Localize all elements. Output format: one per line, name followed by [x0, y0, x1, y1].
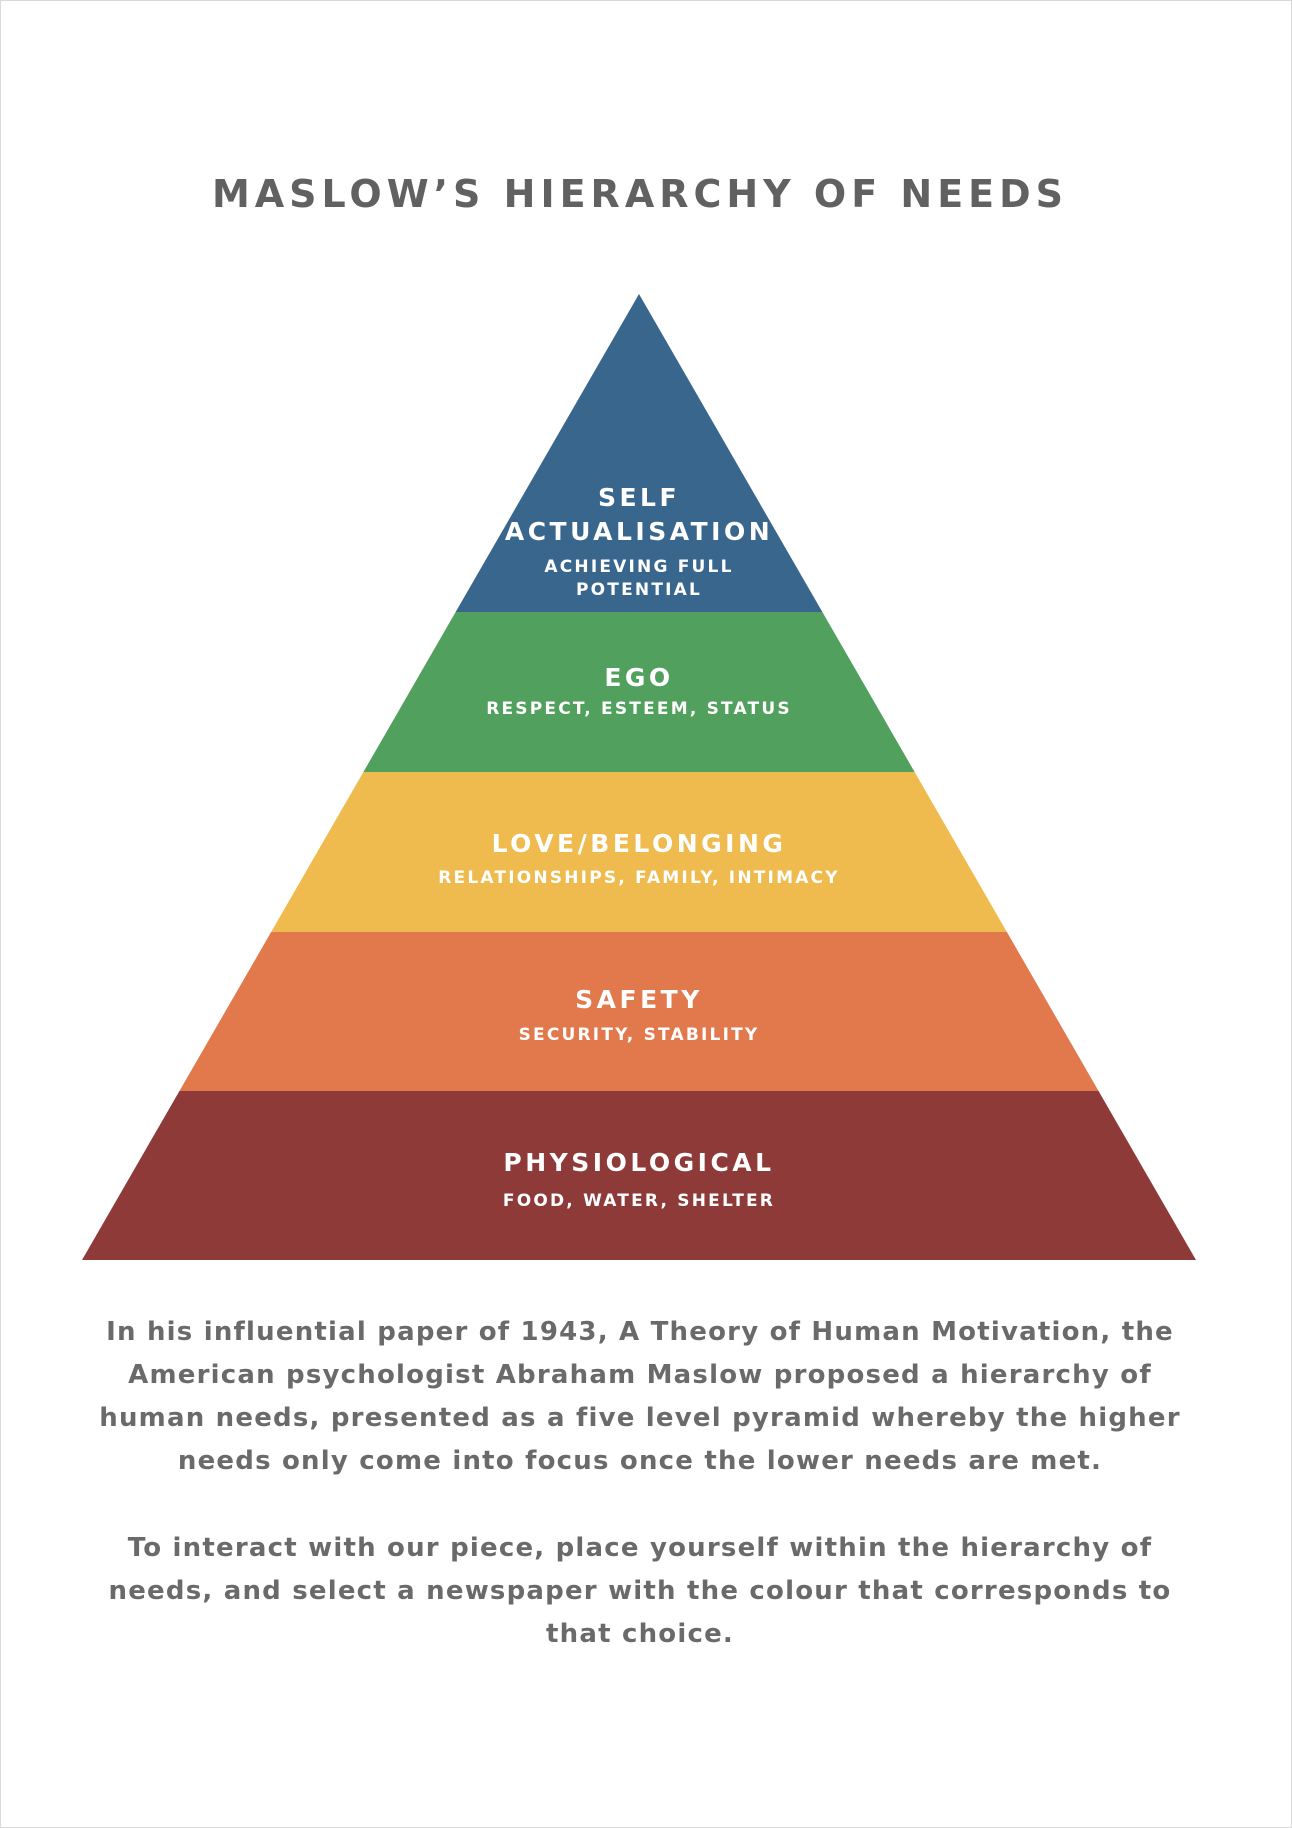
level-subtitle-ego: RESPECT, ESTEEM, STATUS [486, 699, 792, 719]
level-subtitle-self-actualisation: ACHIEVING FULL [544, 557, 733, 577]
level-title-self-actualisation: ACTUALISATION [505, 517, 773, 546]
pyramid-level-physiological [82, 1091, 1196, 1260]
level-title-safety: SAFETY [575, 985, 703, 1014]
description-paragraph: In his influential paper of 1943, A Theo… [99, 1317, 1181, 1476]
pyramid-level-ego [363, 612, 915, 772]
pyramid-level-self-actualisation [455, 294, 823, 612]
level-subtitle-safety: SECURITY, STABILITY [519, 1025, 760, 1045]
level-title-self-actualisation: SELF [598, 483, 680, 512]
pyramid-level-safety [179, 932, 1099, 1091]
level-title-love-belonging: LOVE/BELONGING [492, 829, 787, 858]
level-title-physiological: PHYSIOLOGICAL [503, 1148, 774, 1177]
level-subtitle-love-belonging: RELATIONSHIPS, FAMILY, INTIMACY [438, 868, 840, 888]
level-subtitle-physiological: FOOD, WATER, SHELTER [503, 1191, 775, 1211]
pyramid-level-love-belonging [271, 772, 1007, 932]
page-title: MASLOW’S HIERARCHY OF NEEDS [211, 172, 1069, 216]
level-subtitle-self-actualisation: POTENTIAL [576, 580, 702, 600]
level-title-ego: EGO [604, 663, 673, 692]
instructions-paragraph: To interact with our piece, place yourse… [108, 1533, 1172, 1649]
